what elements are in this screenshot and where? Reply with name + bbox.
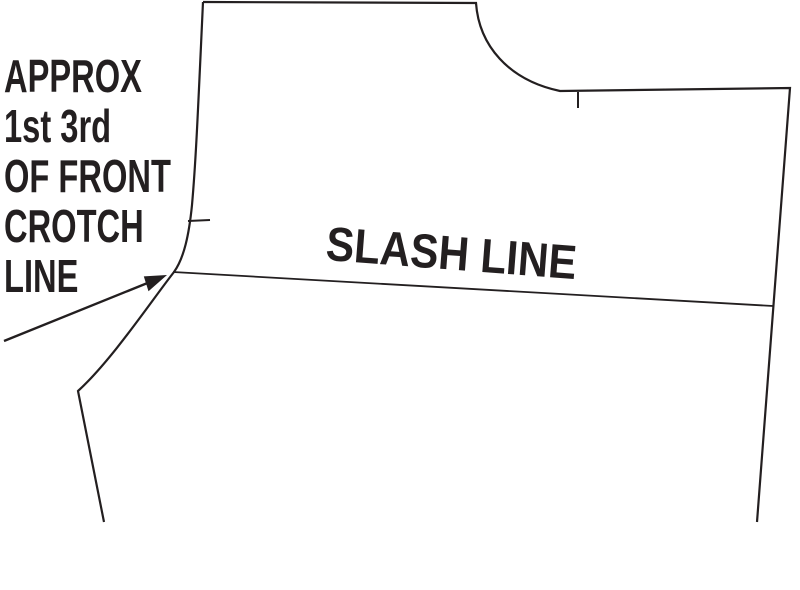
crotch-note-line-1: APPROX [4, 50, 142, 102]
crotch-note-label: APPROX 1st 3rd OF FRONT CROTCH LINE [4, 51, 171, 301]
crotch-note-line-2: 1st 3rd [4, 100, 112, 152]
crotch-note-line-4: CROTCH [4, 200, 144, 252]
crotch-note-line-5: LINE [4, 250, 79, 302]
pattern-outline-top-right [202, 0, 792, 523]
annotation-arrowhead-icon [143, 275, 167, 292]
annotation-arrow [3, 275, 167, 343]
annotation-arrow-shaft [3, 280, 151, 343]
slash-line [172, 271, 774, 307]
pattern-outline-left-crotch-curve [76, 1, 205, 523]
left-edge-notch [187, 219, 211, 222]
crotch-note-line-3: OF FRONT [4, 150, 171, 202]
